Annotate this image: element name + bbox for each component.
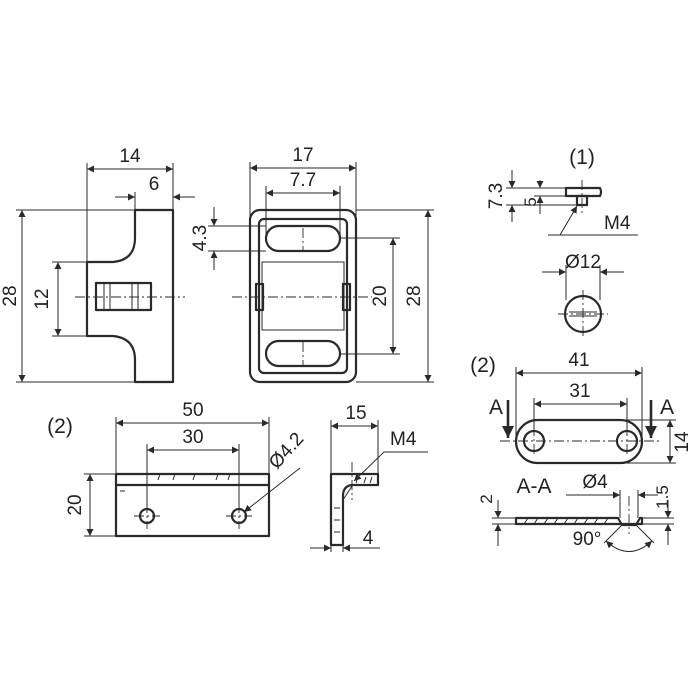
dim-bracket-height: 20 xyxy=(65,494,86,515)
dim-bracket-length: 50 xyxy=(182,400,203,421)
dim-plate-hole-pitch: 31 xyxy=(569,381,590,402)
part2-plate-top xyxy=(514,418,644,465)
part2-bracket-front xyxy=(114,472,271,538)
dim-bracket-flange: 15 xyxy=(345,403,366,424)
dim-front-width: 14 xyxy=(119,146,141,167)
dim-side-slot-height: 4.3 xyxy=(190,225,211,251)
dim-plate-thickness: 2 xyxy=(477,494,496,503)
section-label: A-A xyxy=(516,475,551,498)
front-view: 14 6 28 12 xyxy=(0,146,195,384)
part2-plate-section xyxy=(514,516,644,527)
side-view: 17 7.7 4.3 20 28 xyxy=(190,145,434,384)
dim-plate-countersink-angle: 90° xyxy=(573,529,602,550)
side-view-outline xyxy=(248,208,358,384)
dim-front-height: 28 xyxy=(0,285,21,306)
dim-side-slot-width: 7.7 xyxy=(290,170,316,191)
dim-plate-countersink-depth: 1.5 xyxy=(653,485,672,509)
part2-plate: (2) 41 31 14 A A A-A xyxy=(470,350,693,552)
dim-front-offset: 6 xyxy=(149,174,160,195)
dim-part1-height: 7.3 xyxy=(486,183,507,209)
section-mark-right: A xyxy=(660,396,674,419)
dim-side-height: 28 xyxy=(404,285,425,306)
section-mark-left: A xyxy=(489,396,503,419)
part2-bracket-side xyxy=(329,472,380,547)
part1-head xyxy=(564,186,603,198)
part2-plate-label: (2) xyxy=(470,354,496,377)
part2-bracket: (2) 50 30 20 Ø4.2 xyxy=(47,400,428,552)
front-view-pin xyxy=(94,281,153,312)
dim-plate-hole-dia: Ø4 xyxy=(582,472,608,493)
dim-bracket-hole-pitch: 30 xyxy=(182,427,203,448)
dim-plate-length: 41 xyxy=(568,350,589,371)
dim-side-width: 17 xyxy=(292,145,313,166)
front-view-outline xyxy=(85,208,175,384)
part1-label: (1) xyxy=(569,146,595,169)
dim-part1-head: 5 xyxy=(521,197,540,206)
part2-bracket-label: (2) xyxy=(47,415,73,438)
dim-bracket-thickness: 4 xyxy=(363,528,374,549)
dim-front-center: 12 xyxy=(32,288,53,309)
dim-part1-diameter: Ø12 xyxy=(565,252,601,273)
dim-bracket-hole-dia: Ø4.2 xyxy=(265,429,308,474)
dim-plate-width: 14 xyxy=(672,431,693,453)
dim-side-pitch: 20 xyxy=(370,285,391,306)
part1-pin: (1) 7.3 5 M4 Ø12 xyxy=(486,146,638,338)
dim-bracket-thread: M4 xyxy=(390,429,417,450)
dim-part1-thread: M4 xyxy=(604,213,631,234)
